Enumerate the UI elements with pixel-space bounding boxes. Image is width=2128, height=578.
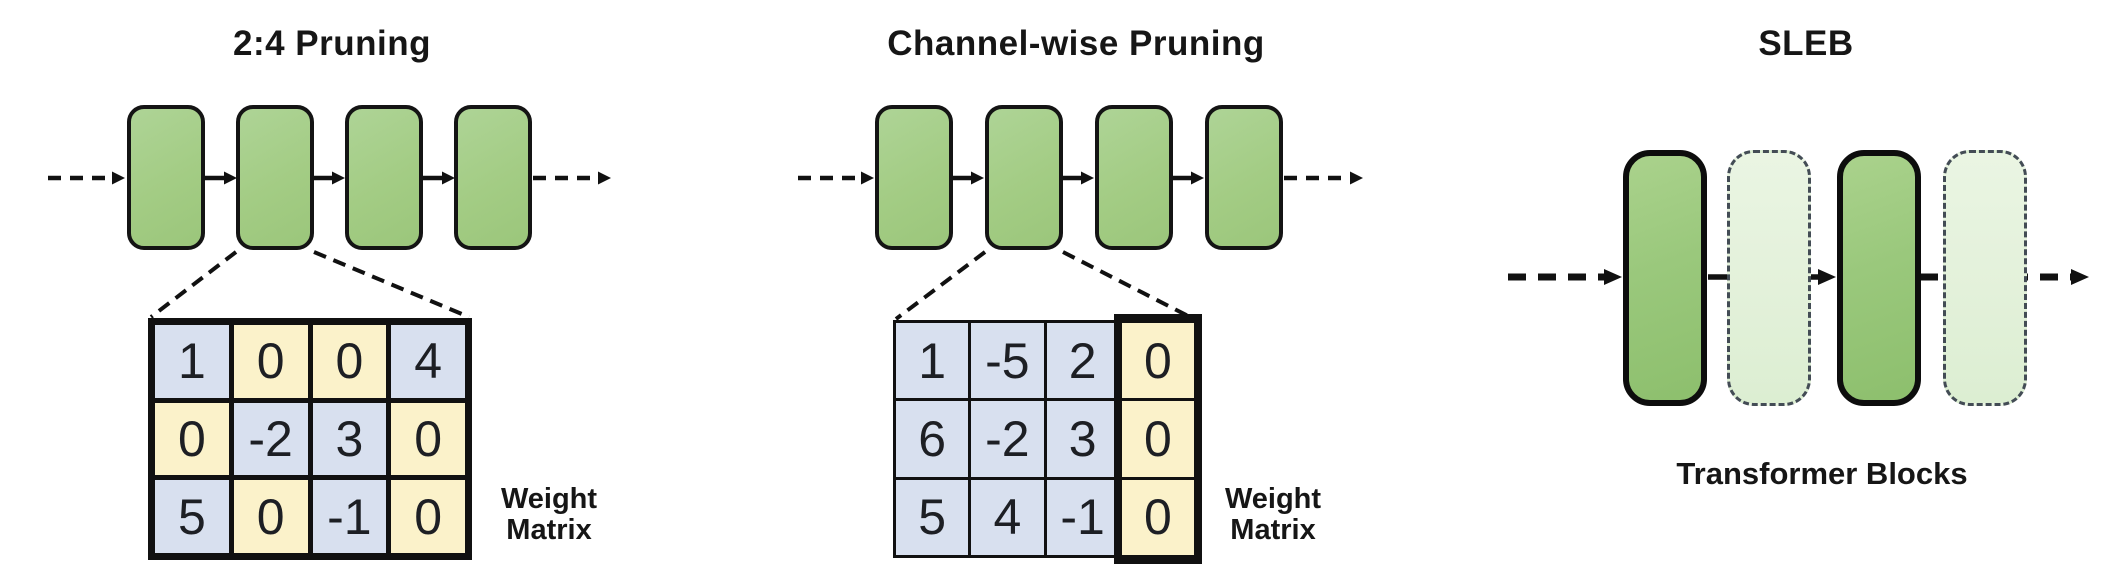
- transformer-block: [454, 105, 532, 250]
- transformer-block-expanded: [985, 105, 1063, 250]
- zoom-connector-left: [894, 250, 987, 321]
- matrix-cell: 1: [155, 325, 229, 398]
- transformer-block: [345, 105, 423, 250]
- matrix-cell: -2: [233, 402, 308, 476]
- section-title: 2:4 Pruning: [232, 24, 432, 63]
- weight-matrix-channelwise: 1 -5 2 0 6 -2 3 0 5 4 -1 0: [893, 320, 1197, 558]
- matrix-cell: -1: [312, 480, 387, 553]
- matrix-cell: 2: [1046, 323, 1119, 399]
- transformer-block: [1095, 105, 1173, 250]
- zoom-connector-right: [1062, 250, 1195, 321]
- matrix-cell: 0: [312, 325, 387, 398]
- matrix-cell: 0: [1121, 401, 1194, 477]
- matrix-cell: 3: [312, 402, 387, 476]
- transformer-block: [1205, 105, 1283, 250]
- transformer-block: [875, 105, 953, 250]
- matrix-cell: 0: [155, 402, 229, 476]
- transformer-block-expanded: [236, 105, 314, 250]
- transformer-block-pruned: [1943, 150, 2027, 406]
- section-title: SLEB: [1758, 24, 1854, 63]
- transformer-block-kept: [1837, 150, 1921, 406]
- matrix-cell: 3: [1046, 401, 1119, 477]
- matrix-cell: 0: [1121, 323, 1194, 399]
- zoom-connector-right: [313, 250, 470, 319]
- matrix-cell: 0: [391, 402, 465, 476]
- matrix-cell: 6: [896, 401, 969, 477]
- weight-matrix-label: Weight Matrix: [1224, 483, 1322, 547]
- matrix-cell: 0: [233, 325, 308, 398]
- matrix-cell: 1: [896, 323, 969, 399]
- matrix-cell: 4: [971, 479, 1044, 555]
- matrix-cell: 0: [233, 480, 308, 553]
- matrix-cell: 4: [391, 325, 465, 398]
- matrix-cell: 0: [1121, 479, 1194, 555]
- zoom-connector-left: [149, 250, 238, 319]
- transformer-block-kept: [1623, 150, 1707, 406]
- matrix-cell: 5: [155, 480, 229, 553]
- matrix-cell: 5: [896, 479, 969, 555]
- weight-matrix-24: 1 0 0 4 0 -2 3 0 5 0 -1 0: [148, 318, 472, 560]
- section-title: Channel-wise Pruning: [887, 24, 1265, 63]
- transformer-blocks-caption: Transformer Blocks: [1676, 456, 1968, 491]
- matrix-cell: 0: [391, 480, 465, 553]
- weight-matrix-label: Weight Matrix: [500, 483, 598, 547]
- transformer-block-pruned: [1727, 150, 1811, 406]
- pruned-column-outline: [1114, 314, 1202, 564]
- matrix-cell: -2: [971, 401, 1044, 477]
- matrix-cell: -1: [1046, 479, 1119, 555]
- matrix-cell: -5: [971, 323, 1044, 399]
- transformer-block: [127, 105, 205, 250]
